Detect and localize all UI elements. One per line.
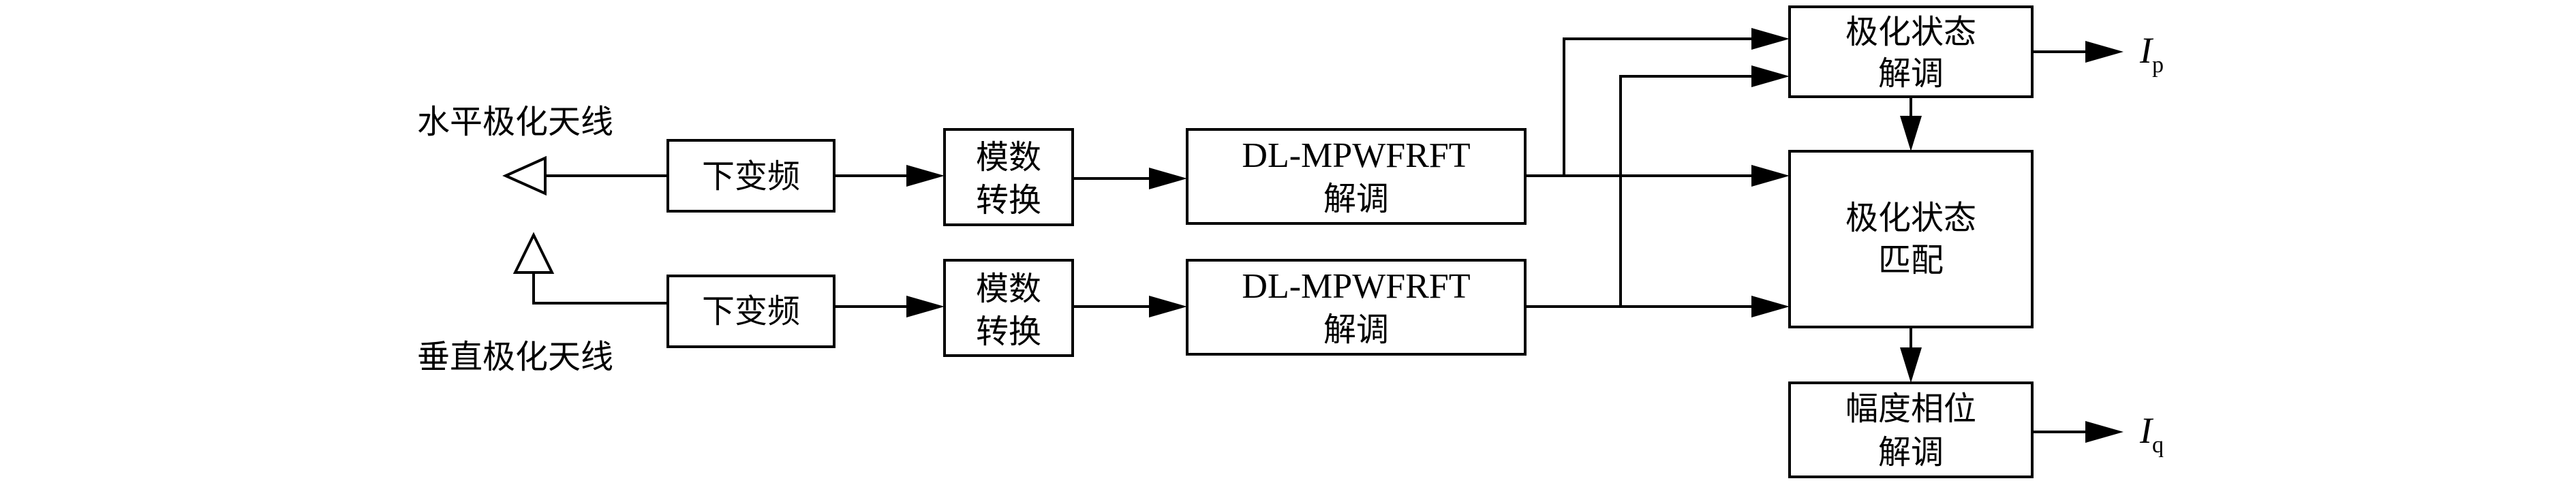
downconvert-label-v: 下变频 — [702, 292, 800, 330]
adc-block-v: 模数 转换 — [943, 259, 1074, 357]
arrowhead-adc-demod-h — [1149, 168, 1187, 189]
arrowhead-dc-adc-v — [906, 296, 945, 317]
horizontal-antenna-icon — [502, 155, 547, 196]
dl-mpwfrft-label-h-1: DL-MPWFRFT — [1242, 136, 1470, 175]
adc-label-v-2: 转换 — [976, 313, 1041, 351]
v-branch-up — [1619, 75, 1751, 307]
vertical-antenna-icon — [512, 232, 555, 274]
downconvert-label-h: 下变频 — [702, 157, 800, 196]
adc-label-h-1: 模数 — [976, 138, 1041, 176]
arrowhead-v-to-pol-demod — [1751, 65, 1790, 87]
adc-label-v-1: 模数 — [976, 270, 1041, 308]
arrowhead-demod-match — [1900, 116, 1922, 151]
dl-mpwfrft-block-v: DL-MPWFRFT 解调 — [1186, 259, 1527, 356]
dl-mpwfrft-label-v-2: 解调 — [1323, 311, 1389, 349]
adc-label-h-2: 转换 — [976, 181, 1041, 219]
arrowhead-dc-adc-h — [906, 165, 945, 187]
dl-mpwfrft-block-h: DL-MPWFRFT 解调 — [1186, 128, 1527, 225]
downconvert-block-v: 下变频 — [666, 275, 835, 348]
dl-mpwfrft-label-h-2: 解调 — [1323, 180, 1389, 218]
pol-match-block: 极化状态 匹配 — [1788, 150, 2034, 328]
arrowhead-match-ap — [1900, 347, 1922, 383]
arrowhead-ip — [2085, 41, 2123, 63]
pol-match-label-1: 极化状态 — [1845, 199, 1976, 237]
pol-match-label-2: 匹配 — [1878, 241, 1944, 279]
downconvert-block-h: 下变频 — [666, 139, 835, 213]
arrowhead-v-to-match — [1751, 296, 1790, 317]
amp-phase-demod-label-1: 幅度相位 — [1845, 390, 1976, 428]
pol-demod-label-2: 解调 — [1878, 54, 1944, 93]
dl-mpwfrft-label-v-1: DL-MPWFRFT — [1242, 267, 1470, 306]
v-antenna-wire — [532, 272, 668, 305]
output-iq: Iq — [2139, 410, 2164, 458]
arrowhead-iq — [2085, 421, 2123, 443]
output-ip: Ip — [2139, 30, 2164, 78]
amp-phase-demod-label-2: 解调 — [1878, 433, 1944, 471]
pol-demod-block: 极化状态 解调 — [1788, 5, 2034, 98]
vertical-antenna-label: 垂直极化天线 — [417, 338, 613, 376]
h-branch-up — [1563, 37, 1751, 176]
arrowhead-h-to-pol-demod — [1751, 28, 1790, 50]
arrowhead-h-to-match — [1751, 165, 1790, 187]
arrowhead-adc-demod-v — [1149, 296, 1187, 317]
amp-phase-demod-block: 幅度相位 解调 — [1788, 381, 2034, 478]
adc-block-h: 模数 转换 — [943, 128, 1074, 226]
pol-demod-label-1: 极化状态 — [1845, 13, 1976, 51]
horizontal-antenna-label: 水平极化天线 — [417, 103, 613, 141]
